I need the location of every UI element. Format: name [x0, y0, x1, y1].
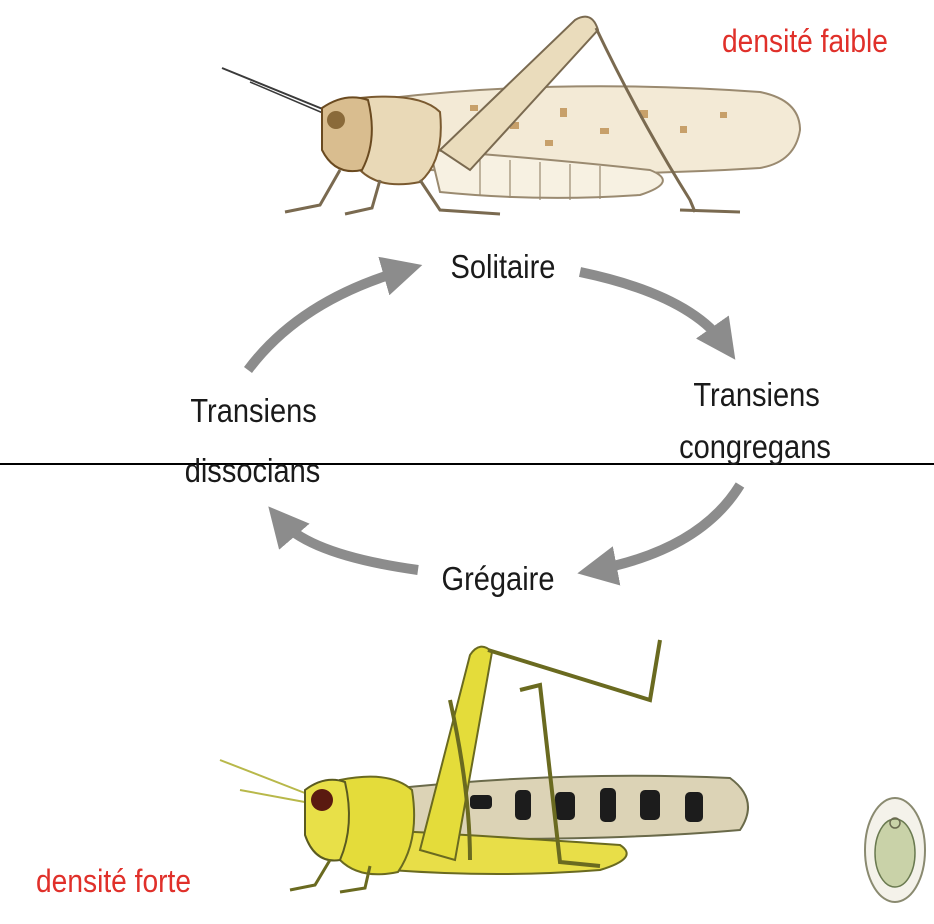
density-high-label: densité forte	[36, 862, 191, 900]
transiens-dissocians-label-1: Transiens	[190, 392, 313, 430]
arrow-solitaire-to-congregans	[580, 272, 725, 345]
gregaire-label: Grégaire	[436, 560, 559, 598]
arrow-dissocians-to-solitaire	[248, 270, 405, 370]
arrow-congregans-to-gregaire	[595, 485, 740, 570]
transiens-dissocians-label-2: dissocians	[180, 452, 325, 490]
transiens-congregans-label-1: Transiens	[693, 376, 816, 414]
transiens-congregans-label-2: congregans	[676, 428, 834, 466]
arrow-gregaire-to-dissocians	[280, 520, 418, 570]
density-low-label: densité faible	[722, 22, 888, 60]
solitaire-label: Solitaire	[441, 248, 564, 286]
